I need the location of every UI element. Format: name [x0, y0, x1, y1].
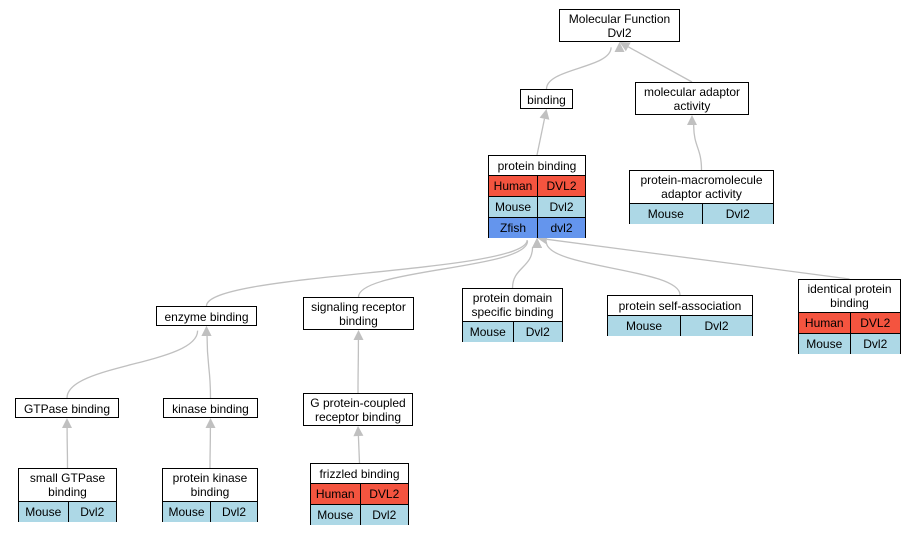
gene-cell[interactable]: DVL2: [849, 313, 900, 333]
go-term-g-protein-coupled-receptor-binding[interactable]: G protein-coupled receptor binding: [303, 393, 413, 426]
gene-cell[interactable]: Dvl2: [210, 502, 257, 522]
species-cell: Mouse: [608, 316, 680, 336]
term-label: Molecular Function Dvl2: [568, 12, 671, 40]
term-label: binding: [527, 92, 566, 107]
species-cell: Mouse: [163, 502, 210, 522]
edge-protein-binding-to-binding: [536, 118, 546, 156]
gene-cell[interactable]: Dvl2: [849, 334, 900, 354]
arrowhead-icon: [353, 426, 364, 437]
gene-cell[interactable]: Dvl2: [680, 316, 752, 336]
edge-protein-macromolecule-adaptor-activity-to-molecular-adaptor-activity: [693, 124, 703, 171]
edge-frizzled-binding-to-g-protein-coupled-receptor-binding: [357, 435, 361, 464]
arrowhead-icon: [205, 418, 216, 428]
arrowhead-icon: [687, 115, 697, 125]
edge-identical-protein-binding-to-protein-binding: [546, 238, 850, 280]
species-cell: Mouse: [19, 502, 68, 522]
edge-enzyme-binding-to-protein-binding: [205, 239, 528, 307]
arrowhead-icon: [353, 330, 364, 340]
gene-cell[interactable]: Dvl2: [512, 322, 562, 342]
term-label: signaling receptor binding: [311, 300, 406, 328]
go-term-signaling-receptor-binding[interactable]: signaling receptor binding: [303, 297, 414, 330]
go-term-kinase-binding[interactable]: kinase binding: [163, 398, 258, 418]
edge-signaling-receptor-binding-to-protein-binding: [357, 240, 529, 298]
arrowhead-icon: [619, 42, 631, 52]
term-label: GTPase binding: [23, 401, 111, 416]
go-term-molecular-function[interactable]: Molecular Function Dvl2: [559, 9, 680, 42]
species-cell: Mouse: [489, 197, 537, 217]
gene-cell[interactable]: Dvl2: [359, 505, 408, 525]
arrowhead-icon: [539, 109, 550, 120]
species-cell: Mouse: [630, 204, 702, 224]
arrowhead-icon: [201, 326, 212, 336]
term-label: identical protein binding: [807, 282, 892, 310]
arrowhead-icon: [62, 418, 72, 428]
arrowhead-icon: [614, 42, 625, 52]
term-label: protein domain specific binding: [471, 291, 554, 319]
edge-kinase-binding-to-enzyme-binding: [206, 335, 212, 399]
gene-cell[interactable]: Dvl2: [537, 197, 585, 217]
gene-cell[interactable]: dvl2: [537, 218, 585, 238]
species-cell: Mouse: [463, 322, 513, 342]
term-label: protein kinase binding: [172, 471, 248, 499]
go-term-molecular-adaptor-activity[interactable]: molecular adaptor activity: [635, 82, 749, 115]
species-cell: Mouse: [799, 334, 850, 354]
species-cell: Human: [799, 313, 850, 333]
term-label: G protein-coupled receptor binding: [310, 396, 406, 424]
term-label: frizzled binding: [319, 466, 400, 481]
term-label: protein-macromolecule adaptor activity: [640, 173, 763, 201]
gene-cell[interactable]: Dvl2: [67, 502, 116, 522]
gene-cell[interactable]: DVL2: [537, 176, 585, 196]
edge-binding-to-molecular-function: [545, 47, 612, 90]
species-cell: Zfish: [489, 218, 537, 238]
species-cell: Human: [489, 176, 537, 196]
gene-cell[interactable]: DVL2: [359, 484, 408, 504]
go-term-binding[interactable]: binding: [520, 89, 573, 109]
term-label: kinase binding: [172, 401, 249, 416]
term-label: small GTPase binding: [29, 471, 106, 499]
species-cell: Mouse: [311, 505, 360, 525]
species-cell: Human: [311, 484, 360, 504]
term-label: protein self-association: [618, 298, 742, 313]
edge-protein-domain-specific-binding-to-protein-binding: [511, 246, 534, 289]
go-term-gtpase-binding[interactable]: GTPase binding: [15, 398, 119, 418]
arrowhead-icon: [532, 238, 542, 248]
go-term-enzyme-binding[interactable]: enzyme binding: [156, 306, 257, 326]
gene-cell[interactable]: Dvl2: [701, 204, 773, 224]
edge-molecular-adaptor-activity-to-molecular-function: [627, 46, 693, 83]
term-label: protein binding: [497, 158, 577, 173]
term-label: molecular adaptor activity: [643, 85, 741, 113]
edge-protein-self-association-to-protein-binding: [545, 241, 681, 296]
edge-gtpase-binding-to-enzyme-binding: [66, 330, 199, 399]
term-label: enzyme binding: [164, 309, 249, 324]
